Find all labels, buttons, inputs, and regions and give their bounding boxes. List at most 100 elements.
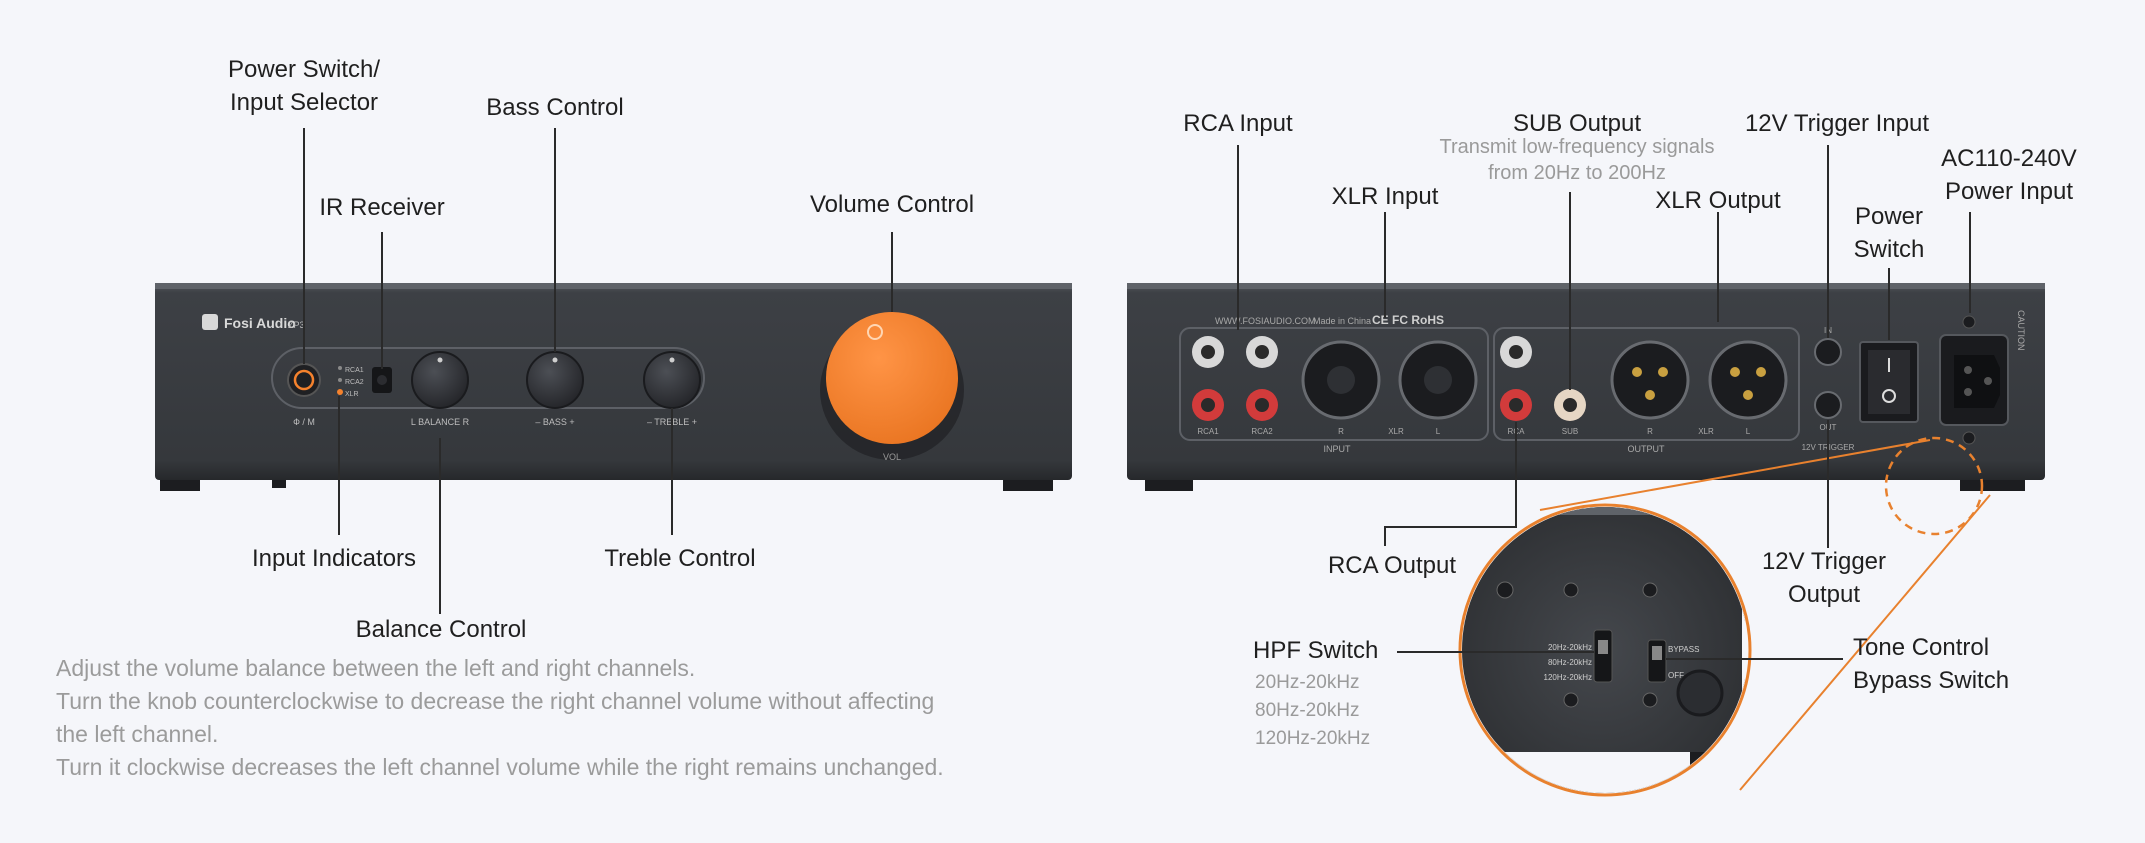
input-group-label: INPUT — [1324, 444, 1352, 454]
hpf-switch-thumb — [1598, 640, 1608, 654]
treble-knob-marker — [670, 358, 675, 363]
rear-top-edge — [1127, 283, 2045, 289]
callout-power-input: AC110-240V Power Input — [1929, 142, 2089, 208]
callout-tone-bypass-line2: Bypass Switch — [1853, 664, 2009, 697]
callout-trigger-output: 12V Trigger Output — [1724, 545, 1924, 611]
screw-icon — [1643, 693, 1657, 707]
zoom-hpf-20: 20Hz-20kHz — [1548, 643, 1592, 652]
callout-balance-control: Balance Control — [326, 613, 556, 646]
callout-tone-bypass: Tone Control Bypass Switch — [1853, 631, 2009, 697]
zoom-off-label: OFF — [1668, 671, 1684, 680]
screw-icon — [1497, 582, 1513, 598]
zoom-hpf-120: 120Hz-20kHz — [1544, 673, 1592, 682]
callout-power-switch-line1: Power Switch/ — [204, 53, 404, 86]
trigger-in-jack[interactable] — [1815, 339, 1841, 365]
xlr-in-label-r: R — [1338, 427, 1344, 436]
led-rca2 — [338, 378, 342, 382]
zoom-detail: 20Hz-20kHz 80Hz-20kHz 120Hz-20kHz BYPASS… — [1455, 505, 1752, 802]
callout-power-switch-rear-line2: Switch — [1824, 233, 1954, 266]
xlr-out-r-pin3 — [1645, 390, 1655, 400]
bypass-switch-thumb — [1652, 646, 1662, 660]
caution-label: CAUTION — [2016, 310, 2026, 351]
balance-note-line4: Turn it clockwise decreases the left cha… — [56, 751, 1036, 784]
ac-inlet-socket — [1954, 355, 2000, 408]
bass-knob-marker — [553, 358, 558, 363]
xlr-output-left[interactable] — [1710, 342, 1786, 418]
callout-power-switch-line2: Input Selector — [204, 86, 404, 119]
sub-output-note-line1: Transmit low-frequency signals — [1427, 134, 1727, 160]
ac-pin-1 — [1964, 366, 1972, 374]
led-label-rca2: RCA2 — [345, 379, 364, 386]
xlr-out-label-xlr: XLR — [1698, 427, 1714, 436]
callout-xlr-output: XLR Output — [1618, 184, 1818, 217]
volume-knob[interactable] — [826, 312, 958, 444]
ac-pin-3 — [1984, 377, 1992, 385]
zoom-bypass-label: BYPASS — [1668, 645, 1699, 654]
hpf-option-20: 20Hz-20kHz — [1255, 669, 1370, 697]
zoom-knob — [1678, 671, 1722, 715]
fosi-logo-icon — [202, 314, 218, 330]
callout-treble-control: Treble Control — [565, 542, 795, 575]
model-name: ZP3 — [288, 320, 305, 330]
callout-bass-control: Bass Control — [455, 91, 655, 124]
xlr-out-label-r: R — [1647, 427, 1653, 436]
rca2-red-jack-hole — [1255, 398, 1269, 412]
xlr-input-right-core — [1327, 366, 1355, 394]
callout-rca-input: RCA Input — [1138, 107, 1338, 140]
hpf-option-80: 80Hz-20kHz — [1255, 697, 1370, 725]
callout-rca-output: RCA Output — [1292, 549, 1492, 582]
callout-hpf-switch: HPF Switch — [1253, 634, 1378, 667]
power-button[interactable] — [288, 364, 320, 396]
xlr-input-left-core — [1424, 366, 1452, 394]
balance-note: Adjust the volume balance between the le… — [56, 652, 1036, 784]
callout-input-indicators: Input Indicators — [219, 542, 449, 575]
rear-made-in: Made in China — [1313, 316, 1371, 326]
callout-tone-bypass-line1: Tone Control — [1853, 631, 2009, 664]
xlr-out-r-pin1 — [1632, 367, 1642, 377]
xlr-out-l-pin3 — [1743, 390, 1753, 400]
callout-power-switch: Power Switch/ Input Selector — [204, 53, 404, 119]
hpf-slide-switch[interactable] — [1594, 630, 1612, 682]
sub-out-jack-hole — [1563, 398, 1577, 412]
balance-note-line1: Adjust the volume balance between the le… — [56, 652, 1036, 685]
bass-knob-label: – BASS + — [535, 417, 574, 427]
ir-sensor-icon — [377, 375, 387, 385]
balance-note-line3: the left channel. — [56, 718, 1036, 751]
screw-icon — [1963, 316, 1975, 328]
rca2-white-jack-hole — [1255, 345, 1269, 359]
sub-out-label: SUB — [1562, 427, 1578, 436]
rca1-red-jack-hole — [1201, 398, 1215, 412]
front-top-edge — [155, 283, 1072, 289]
xlr-out-l-pin1 — [1730, 367, 1740, 377]
front-amplifier: Fosi Audio ZP3 Ф / M RCA1 RCA2 XLR L BAL… — [155, 283, 1072, 491]
balance-knob-label: L BALANCE R — [411, 417, 470, 427]
rca-out-white-jack-hole — [1509, 345, 1523, 359]
callout-power-switch-rear-line1: Power — [1824, 200, 1954, 233]
xlr-output-right[interactable] — [1612, 342, 1688, 418]
xlr-out-label-l: L — [1746, 427, 1751, 436]
screw-icon — [1564, 583, 1578, 597]
led-rca1 — [338, 366, 342, 370]
rca-out-red-jack-hole — [1509, 398, 1523, 412]
brand-name: Fosi Audio — [224, 315, 296, 331]
output-group-label: OUTPUT — [1628, 444, 1666, 454]
rear-website: WWW.FOSIAUDIO.COM — [1215, 316, 1316, 326]
xlr-out-r-pin2 — [1658, 367, 1668, 377]
xlr-in-label-xlr: XLR — [1388, 427, 1404, 436]
led-xlr — [337, 389, 343, 395]
rca2-label: RCA2 — [1251, 427, 1273, 436]
callout-power-input-line1: AC110-240V — [1929, 142, 2089, 175]
rca1-label: RCA1 — [1197, 427, 1219, 436]
callout-power-switch-rear: Power Switch — [1824, 200, 1954, 266]
sub-output-note: Transmit low-frequency signals from 20Hz… — [1427, 134, 1727, 186]
callout-trigger-input: 12V Trigger Input — [1727, 107, 1947, 140]
hpf-option-120: 120Hz-20kHz — [1255, 725, 1370, 753]
screw-icon — [1643, 583, 1657, 597]
ac-pin-2 — [1964, 388, 1972, 396]
callout-ir-receiver: IR Receiver — [282, 191, 482, 224]
screw-icon — [1963, 432, 1975, 444]
trigger-out-jack[interactable] — [1815, 392, 1841, 418]
balance-knob-marker — [438, 358, 443, 363]
xlr-in-label-l: L — [1436, 427, 1441, 436]
